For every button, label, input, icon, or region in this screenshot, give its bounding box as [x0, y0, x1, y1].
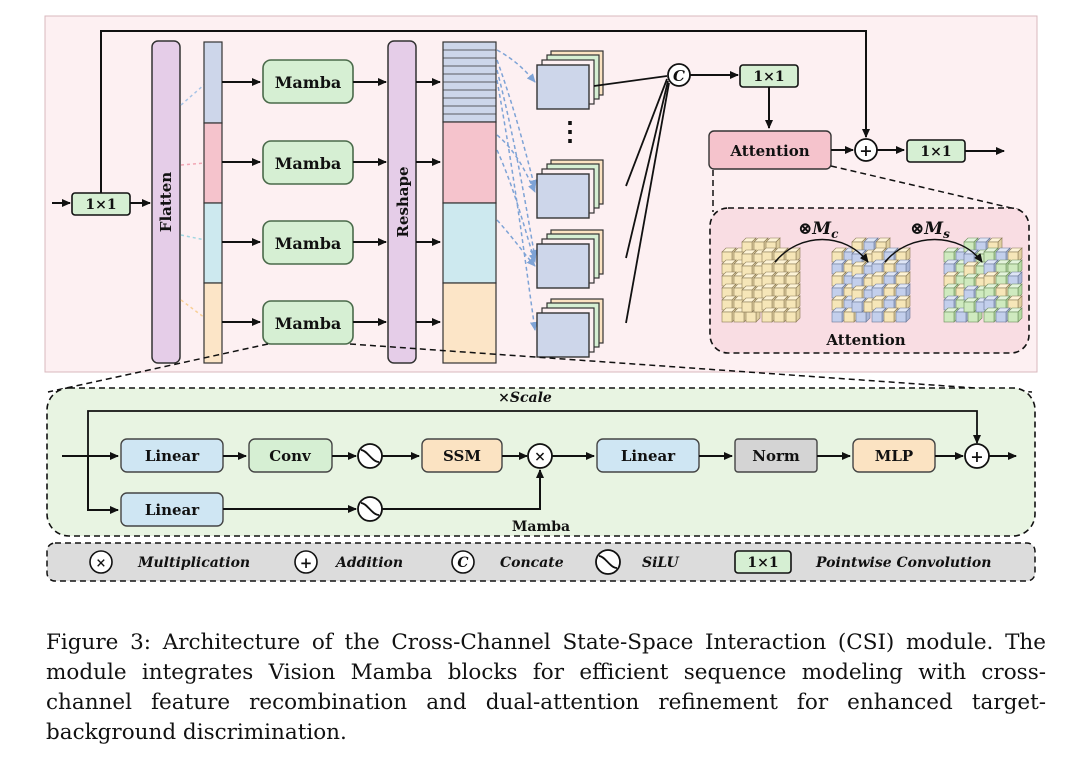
- figure-caption: Figure 3: Architecture of the Cross-Chan…: [46, 630, 1046, 745]
- mamba-detail-caption: Mamba: [512, 519, 570, 535]
- channel-attention-label: ⊗Mc: [798, 219, 839, 241]
- spatial-attention-label: ⊗Ms: [910, 219, 950, 241]
- mamba-block-2-label: Mamba: [275, 154, 342, 173]
- scale-label: ×Scale: [498, 390, 552, 406]
- split-segment-1: [203, 41, 223, 124]
- norm-block-label: Norm: [752, 447, 800, 465]
- legend-concat-symbol: C: [457, 555, 468, 571]
- split-segment-2: [203, 122, 223, 204]
- linear-block-top-label: Linear: [145, 447, 200, 465]
- feature-stack-1: [536, 50, 604, 110]
- output-pointwise-conv-label: 1×1: [920, 144, 951, 160]
- multiplication-op-label: ×: [534, 449, 546, 465]
- legend-multiplication-label: Multiplication: [137, 555, 250, 571]
- legend-silu-label: SiLU: [642, 555, 680, 571]
- input-pointwise-conv-label: 1×1: [85, 197, 116, 213]
- ellipsis-dots: ⋮: [557, 117, 583, 147]
- legend-silu-icon: [595, 549, 621, 575]
- post-concat-pointwise-conv-label: 1×1: [753, 69, 784, 85]
- legend-addition-symbol: +: [300, 554, 313, 572]
- concat-op-label: C: [673, 67, 685, 85]
- feature-stack-4: [536, 298, 604, 358]
- mlp-block-label: MLP: [875, 447, 913, 465]
- legend-pointwise-label: Pointwise Convolution: [815, 555, 991, 571]
- reshape-block: [387, 40, 417, 364]
- feature-cube-spatial: [944, 238, 1022, 322]
- addition-op-top-label: +: [859, 141, 872, 160]
- skip-connection: [100, 30, 870, 193]
- conv-block-label: Conv: [269, 447, 312, 465]
- silu-icon-top: [357, 443, 383, 469]
- ssm-block-label: SSM: [443, 447, 481, 465]
- reshaped-feature-column: [442, 41, 497, 364]
- mamba-block-4-label: Mamba: [275, 314, 342, 333]
- reshape-label: Reshape: [394, 166, 412, 237]
- legend-concat-label: Concate: [500, 555, 564, 571]
- attention-block-label: Attention: [729, 142, 809, 160]
- linear-block-output-label: Linear: [621, 447, 676, 465]
- legend-addition-label: Addition: [334, 555, 403, 571]
- mamba-block-1-label: Mamba: [275, 73, 342, 92]
- legend-multiplication-icon: [89, 550, 113, 574]
- mamba-block-3-label: Mamba: [275, 234, 342, 253]
- addition-op-bottom-label: +: [970, 447, 983, 466]
- scale-residual: [87, 410, 981, 456]
- flatten-label: Flatten: [157, 172, 175, 232]
- silu-icon-bottom: [357, 496, 383, 522]
- linear-block-bottom-label: Linear: [145, 501, 200, 519]
- legend-addition-icon: [294, 550, 318, 574]
- feature-stack-3: [536, 229, 604, 289]
- split-segment-3: [203, 202, 223, 284]
- legend-pointwise-symbol: 1×1: [747, 555, 778, 571]
- csi-diagram: 1×1 Flatten Mamba Mamba Mamba Mamba Resh…: [44, 15, 1038, 582]
- legend-pointwise-icon: [734, 550, 792, 574]
- split-segment-4: [203, 282, 223, 364]
- feature-stack-2: [536, 159, 604, 219]
- legend-multiplication-symbol: ×: [96, 556, 107, 571]
- legend-concat-icon: [451, 550, 475, 574]
- flatten-block: [151, 40, 181, 364]
- channel-recombination-arrows: [496, 49, 538, 331]
- attention-detail-caption: Attention: [825, 331, 905, 349]
